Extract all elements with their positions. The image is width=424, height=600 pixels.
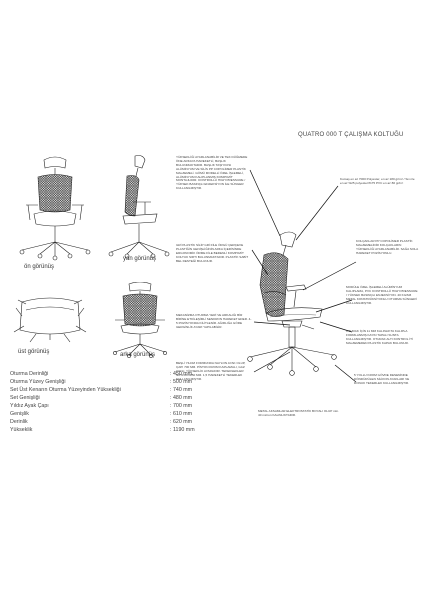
spec-value: : 480 mm [170, 395, 193, 401]
chair-side-view [108, 155, 170, 259]
spec-row: Oturma Yüzey Genişliği : 500 mm [10, 378, 260, 386]
spec-row: Set Üst Kenarın Oturma Yüzeyinden Yüksek… [10, 386, 260, 394]
note-armrest: KOLÇAKLAR PP COPOLİMER PLASTİK MALZEMELİ… [356, 239, 418, 255]
spec-value: : 1190 mm [170, 427, 195, 433]
spec-name: Oturma Yüzey Genişliği [10, 379, 66, 385]
spec-row: Genişlik : 610 mm [10, 410, 260, 418]
note-seatbase: OTURAK İÇİN 11 MM KALINLIKTA KALIPLA FOR… [346, 329, 413, 345]
note-mechanism: MEKANİZMA OTURMA YERİ VE ARKALIĞI BİR Bİ… [176, 313, 252, 329]
side-view-label: yan görünüş [123, 256, 157, 262]
spec-value: : 500 mm [170, 379, 193, 385]
spec-name: Set Üst Kenarın Oturma Yüzeyinden Yüksek… [10, 387, 121, 393]
spec-name: Yıldız Ayak Çapı [10, 403, 49, 409]
spec-row: Yükseklik : 1190 mm [10, 426, 260, 434]
spec-name: Derinlik [10, 419, 28, 425]
spec-name: Yükseklik [10, 427, 33, 433]
spec-name: Oturma Derinliği [10, 371, 49, 377]
spec-value: : 450 mm [170, 371, 193, 377]
spec-name: Genişlik [10, 411, 29, 417]
chair-front-view [19, 156, 91, 261]
spec-name: Set Genişliği [10, 395, 40, 401]
chair-top-view [13, 297, 87, 343]
chair-detailed-illustration [247, 231, 337, 376]
spec-row: Derinlik : 620 mm [10, 418, 260, 426]
spec-row: Oturma Derinliği : 450 mm [10, 370, 260, 378]
spec-value: : 610 mm [170, 411, 193, 417]
note-seat: MODÜLE ÖZEL İŞLEMELİ ALÜMİNYUM KALIPLAMA… [346, 285, 418, 305]
front-view-label: ön görünüş [24, 264, 55, 270]
note-cylinder: BEŞLİ YILDIZ FORMUNDA NAYLON AYAK OLUP, … [176, 361, 246, 381]
top-view-label: üst görünüş [18, 349, 50, 355]
spec-value: : 700 mm [170, 403, 193, 409]
note-backrest: GRİ PLASTİK SİLİP GRİ FİLE ÖRGÜ ÇERÇEVE … [176, 243, 249, 263]
spec-row: Set Genişliği : 480 mm [10, 394, 260, 402]
note-base: 5 YOLLU KROM GÖVDE DESENİNDE DÖNDÜRÜLEN … [354, 373, 410, 385]
spec-value: : 740 mm [170, 387, 193, 393]
spec-row: Yıldız Ayak Çapı : 700 mm [10, 402, 260, 410]
specifications-table: Oturma Derinliği : 450 mm Oturma Yüzey Ge… [10, 370, 260, 434]
note-footnote: METAL AKSAMLAR ELEKTROSTATİK BOYALI OLUP… [258, 409, 339, 417]
chair-back-view [113, 282, 167, 358]
document-title: QUATRO 000 T ÇALIŞMA KOLTUĞU [298, 132, 404, 138]
note-headrest: YÜKSEKLİĞİ AYARLANABİLİR VE TEK DÜĞMEDE … [176, 155, 248, 191]
back-view-label: arka görünüş [120, 352, 156, 358]
note-foam: Kumaş en az 7000 Polyester, en az 180 gr… [340, 177, 415, 185]
spec-value: : 620 mm [170, 419, 193, 425]
